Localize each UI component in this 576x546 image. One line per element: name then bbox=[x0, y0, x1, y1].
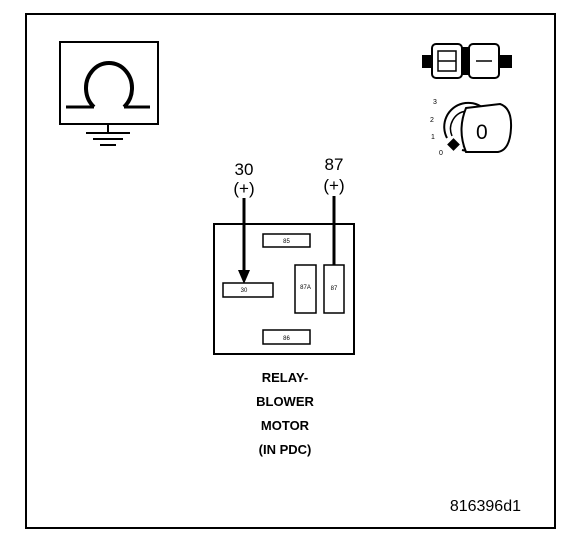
pin-87 bbox=[323, 264, 345, 314]
pin-30-label: 30 bbox=[241, 288, 248, 294]
caption-line-4: (IN PDC) bbox=[259, 442, 312, 457]
terminal-87-label: 87 bbox=[325, 155, 344, 174]
caption-line-3: MOTOR bbox=[261, 418, 310, 433]
figure-id: 816396d1 bbox=[450, 498, 521, 515]
pin-87-label: 87 bbox=[331, 286, 338, 292]
ignition-key-icon: 3 2 1 0 0 bbox=[430, 99, 513, 157]
ignition-position-1: 1 bbox=[431, 134, 435, 141]
pin-85-label: 85 bbox=[283, 239, 290, 245]
terminal-30-label: 30 bbox=[235, 160, 254, 179]
pin-86-label: 86 bbox=[283, 336, 290, 342]
outer-frame bbox=[25, 13, 556, 529]
pin-86 bbox=[262, 329, 311, 345]
caption-line-1: RELAY- bbox=[262, 370, 308, 385]
ground-omega-icon bbox=[59, 41, 159, 146]
connector-icon bbox=[422, 43, 512, 79]
ignition-position-3: 3 bbox=[433, 99, 437, 106]
key-symbol: 0 bbox=[476, 121, 488, 144]
pin-30 bbox=[222, 282, 274, 298]
terminal-87-polarity: (+) bbox=[323, 176, 344, 195]
arrow-30 bbox=[238, 198, 250, 284]
terminal-30-polarity: (+) bbox=[233, 179, 254, 198]
ignition-position-2: 2 bbox=[430, 117, 434, 124]
pin-87a bbox=[294, 264, 317, 314]
caption-line-2: BLOWER bbox=[256, 394, 314, 409]
pin-87a-label: 87A bbox=[300, 285, 311, 291]
ignition-position-0: 0 bbox=[439, 150, 443, 157]
pin-85 bbox=[262, 233, 311, 248]
relay-body bbox=[213, 223, 355, 355]
